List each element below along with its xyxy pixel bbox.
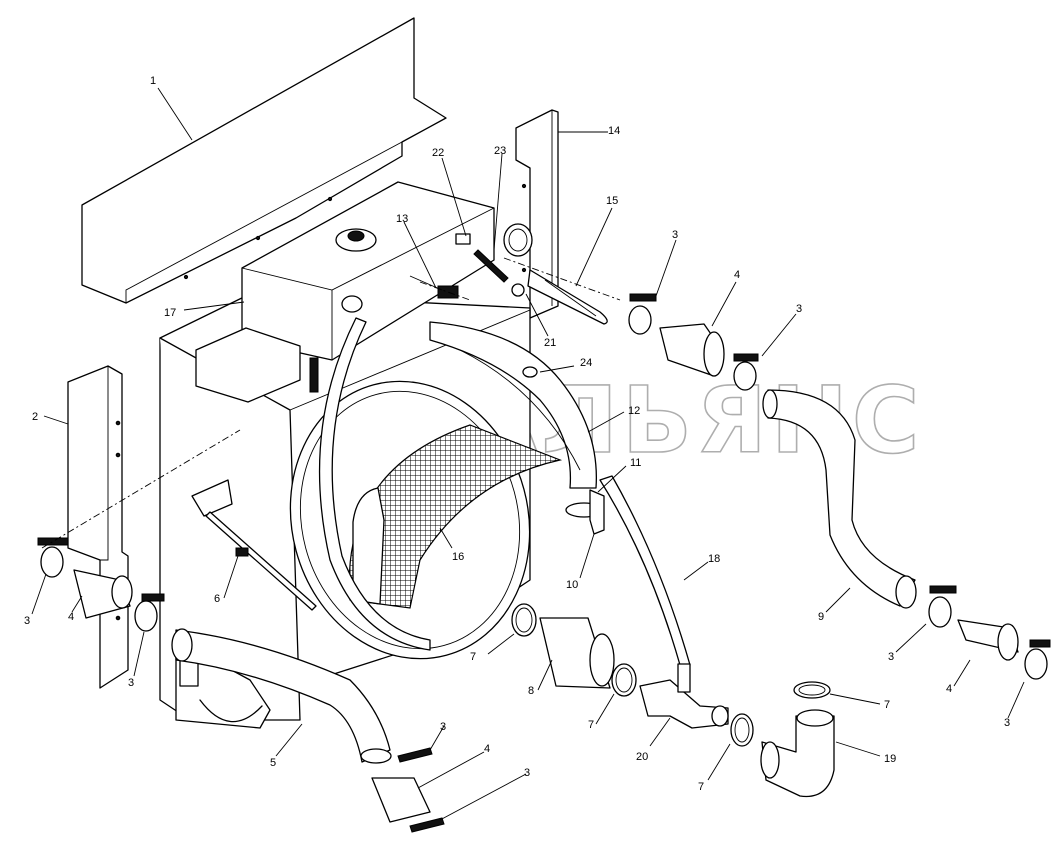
part-clamps-7	[511, 603, 831, 747]
part-top-shield-plate	[81, 17, 447, 304]
part-centre-hose-8	[539, 617, 615, 689]
callout-3: 3	[128, 677, 134, 689]
callout-14: 14	[608, 125, 620, 137]
part-upper-hose-12	[429, 321, 605, 535]
callout-3: 3	[1004, 717, 1010, 729]
callout-7: 7	[884, 699, 890, 711]
callout-16: 16	[452, 551, 464, 563]
callout-19: 19	[884, 753, 896, 765]
callout-6: 6	[214, 593, 220, 605]
callout-labels: 1 2 3 3 3 3 3 3 3 3 4 4 4 4 5 6 7 7 7 7 …	[24, 75, 1010, 793]
callout-4: 4	[734, 269, 740, 281]
leader-lines	[31, 87, 1025, 821]
part-far-right-clamps-3	[928, 585, 1051, 680]
callout-4: 4	[68, 611, 74, 623]
callout-8: 8	[528, 685, 534, 697]
part-stay-rod-6	[191, 479, 317, 611]
part-expansion-tank	[195, 181, 495, 403]
callout-9: 9	[818, 611, 824, 623]
callout-7: 7	[698, 781, 704, 793]
part-small-hose-15	[527, 269, 608, 325]
part-lower-clamps-3	[397, 747, 445, 833]
callout-10: 10	[566, 579, 578, 591]
callout-7: 7	[470, 651, 476, 663]
callout-15: 15	[606, 195, 618, 207]
callout-4: 4	[484, 743, 490, 755]
callout-4: 4	[946, 683, 952, 695]
callout-7: 7	[588, 719, 594, 731]
callout-2: 2	[32, 411, 38, 423]
callout-20: 20	[636, 751, 648, 763]
callout-3: 3	[888, 651, 894, 663]
callout-17: 17	[164, 307, 176, 319]
callout-21: 21	[544, 337, 556, 349]
part-tee-pipe-20	[639, 663, 729, 729]
callout-24: 24	[580, 357, 592, 369]
part-lower-hose-4	[371, 777, 431, 823]
callout-3: 3	[440, 721, 446, 733]
callout-23: 23	[494, 145, 506, 157]
part-lower-pipe-5	[171, 628, 392, 764]
centerline-left	[41, 429, 241, 549]
callout-1: 1	[150, 75, 156, 87]
callout-12: 12	[628, 405, 640, 417]
callout-3: 3	[796, 303, 802, 315]
part-far-right-hose-4	[957, 619, 1019, 661]
part-right-pipe-9	[762, 389, 917, 609]
part-upper-right-clamps-3	[628, 293, 759, 391]
callout-18: 18	[708, 553, 720, 565]
callout-3: 3	[524, 767, 530, 779]
centerline-tank	[419, 281, 471, 301]
part-left-hose-4	[73, 569, 133, 619]
part-upper-right-hose-4	[659, 323, 725, 377]
part-elbow-pipe-19	[760, 709, 835, 798]
part-right-side-bracket	[515, 109, 559, 319]
callout-5: 5	[270, 757, 276, 769]
part-left-clamps-3	[37, 537, 165, 632]
callout-13: 13	[396, 213, 408, 225]
centerline-right	[503, 257, 621, 301]
part-fittings	[455, 223, 533, 297]
callout-11: 11	[630, 457, 641, 469]
callout-3: 3	[672, 229, 678, 241]
callout-3: 3	[24, 615, 30, 627]
callout-22: 22	[432, 147, 444, 159]
